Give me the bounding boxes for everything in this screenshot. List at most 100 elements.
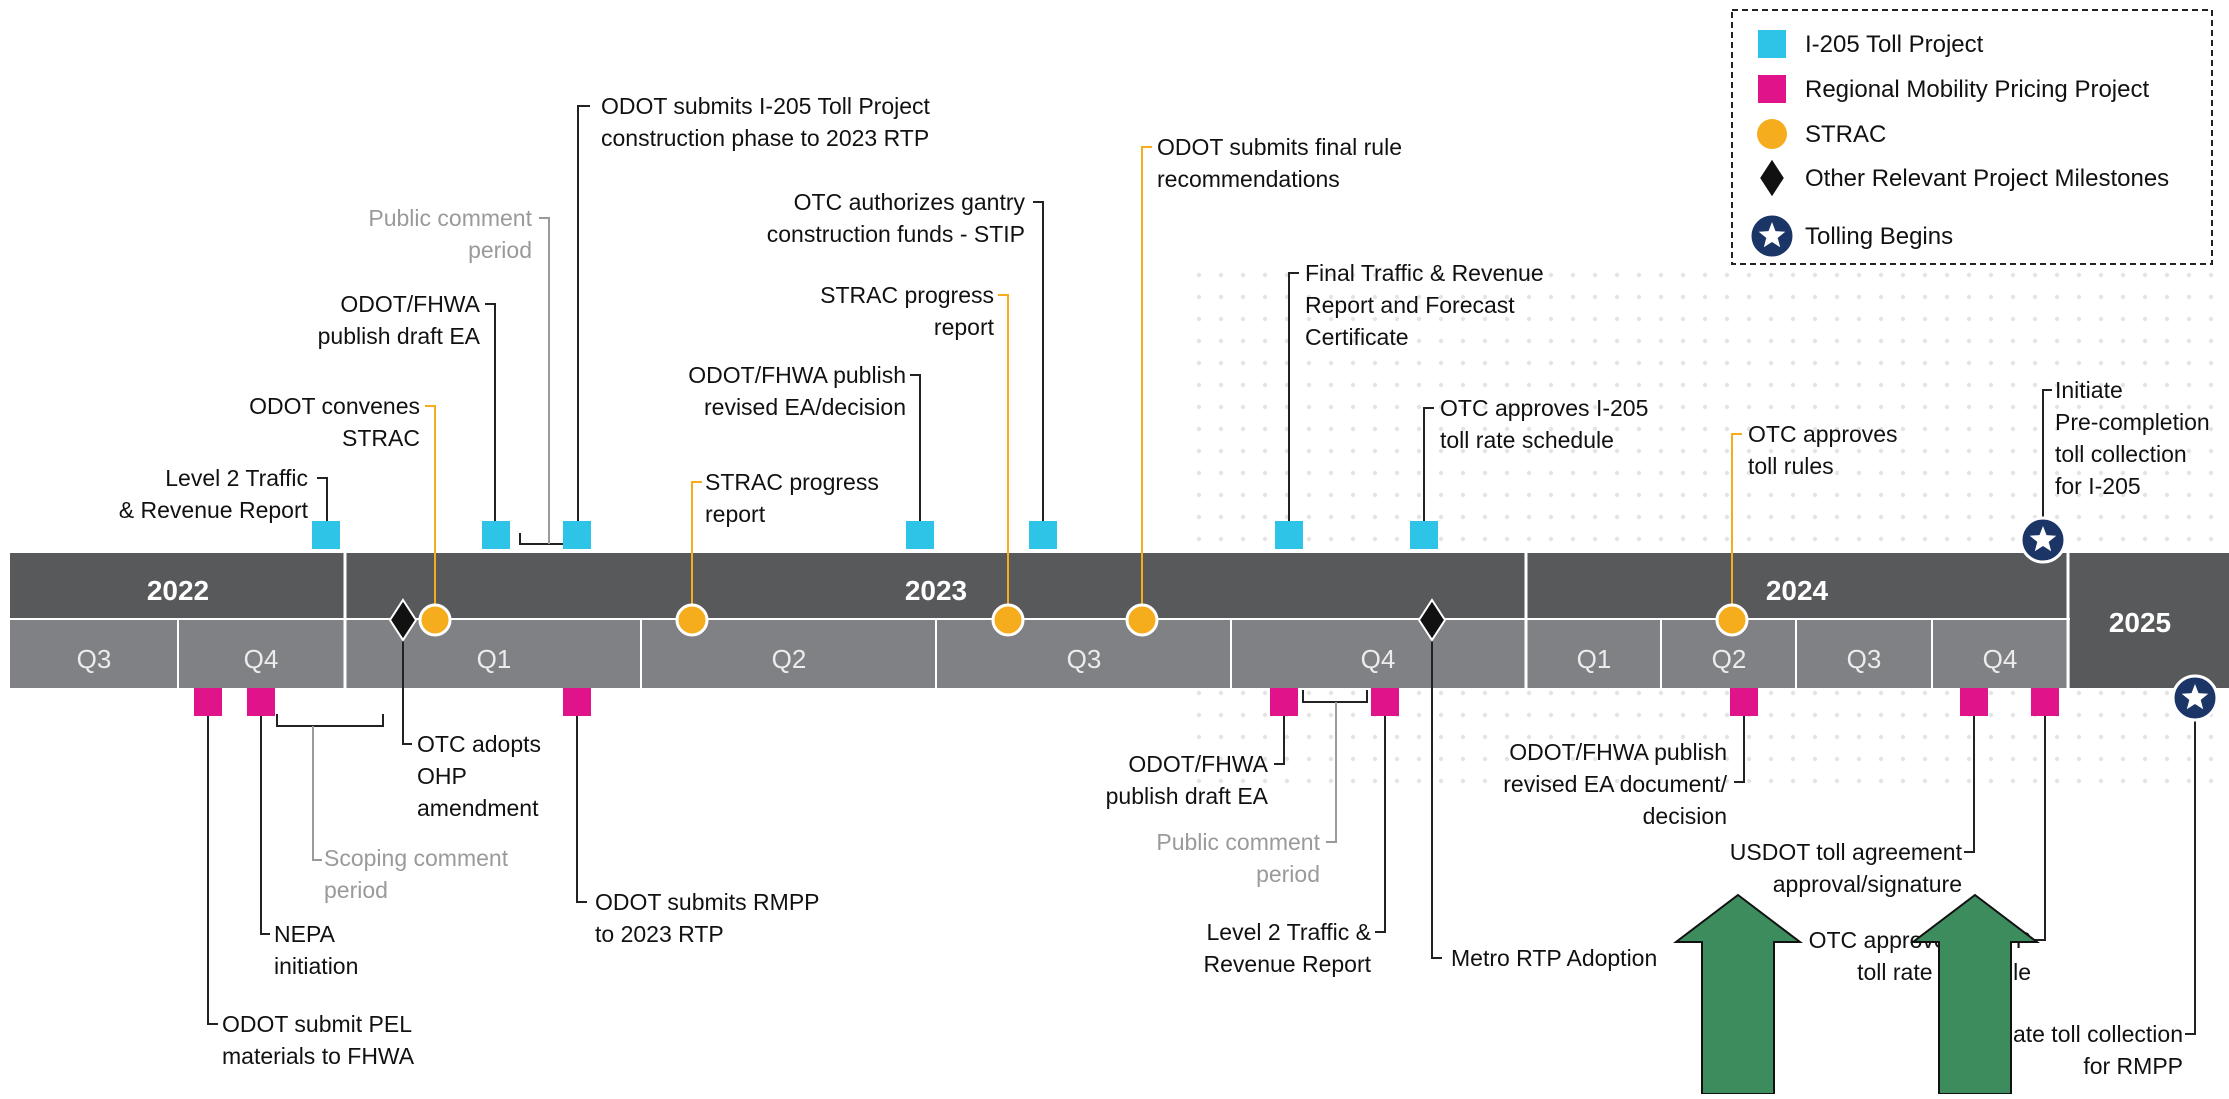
i205-milestone-marker xyxy=(1410,521,1438,549)
milestone-label-above: ODOT/FHWA xyxy=(340,291,480,317)
milestone-label-below: publish draft EA xyxy=(1106,783,1269,809)
legend-label: I-205 Toll Project xyxy=(1805,31,1984,58)
star-icon xyxy=(2029,526,2057,552)
milestone-label-above: OTC authorizes gantry xyxy=(794,189,1026,215)
quarter-label: Q1 xyxy=(1577,644,1612,674)
other-milestone-marker xyxy=(1417,598,1447,642)
milestone-label-below: ODOT submits RMPP xyxy=(595,889,820,915)
strac-milestone-marker xyxy=(675,603,709,637)
milestone-label-above: Public comment xyxy=(368,205,532,231)
leader-line xyxy=(1288,272,1299,533)
i205-milestone-marker xyxy=(482,521,510,549)
leader-line xyxy=(1431,640,1442,959)
rmpp-milestone-marker xyxy=(1270,688,1298,716)
year-2025-block xyxy=(2070,553,2229,688)
i205-milestone-marker xyxy=(906,521,934,549)
milestone-label-below: amendment xyxy=(417,795,539,821)
leader-line xyxy=(2042,389,2052,520)
quarter-label: Q4 xyxy=(1983,644,2018,674)
leader-line xyxy=(260,714,270,935)
legend-rmpp-icon xyxy=(1758,75,1786,103)
leader-line xyxy=(312,726,322,861)
i205-milestone-marker xyxy=(1029,521,1057,549)
milestone-label-below: initiation xyxy=(274,953,358,979)
milestone-label-below: Revenue Report xyxy=(1204,951,1372,977)
leader-line xyxy=(2185,720,2196,1035)
i205-milestone-marker xyxy=(312,521,340,549)
milestone-label-below: approval/signature xyxy=(1773,871,1962,897)
leader-line xyxy=(1964,714,1975,853)
leader-line xyxy=(998,294,1009,620)
other-milestone-marker xyxy=(388,598,418,642)
i205-milestone-marker xyxy=(1275,521,1303,549)
legend-milestone-icon xyxy=(1757,156,1787,200)
star-icon xyxy=(2181,684,2209,710)
milestone-label-above: ODOT submits I-205 Toll Project xyxy=(601,93,931,119)
milestone-label-below: decision xyxy=(1643,803,1727,829)
leader-line xyxy=(1423,407,1434,533)
green-up-arrow xyxy=(1673,893,1803,1095)
milestone-label-above: Initiate xyxy=(2055,377,2123,403)
leader-line xyxy=(1326,702,1337,843)
milestone-label-above: Pre-completion xyxy=(2055,409,2210,435)
quarter-label: Q3 xyxy=(1847,644,1882,674)
milestone-label-above: Certificate xyxy=(1305,324,1409,350)
year-label-2022: 2022 xyxy=(147,575,209,606)
quarter-label: Q3 xyxy=(77,644,112,674)
leader-line xyxy=(1141,146,1152,620)
leader-line xyxy=(1033,201,1044,533)
milestone-label-below: to 2023 RTP xyxy=(595,921,724,947)
milestone-label-below: for RMPP xyxy=(2083,1053,2183,1079)
year-band xyxy=(10,553,2070,618)
milestone-label-above: OTC approves xyxy=(1748,421,1898,447)
legend-label: Regional Mobility Pricing Project xyxy=(1805,76,2149,103)
milestone-label-below: Scoping comment xyxy=(324,845,509,871)
strac-milestone-marker xyxy=(1125,603,1159,637)
strac-milestone-marker xyxy=(1715,603,1749,637)
milestone-label-below: period xyxy=(324,877,388,903)
leader-line xyxy=(1731,433,1742,620)
quarter-label: Q2 xyxy=(772,644,807,674)
strac-milestone-marker xyxy=(991,603,1025,637)
milestone-label-above: toll rules xyxy=(1748,453,1834,479)
milestone-label-above: STRAC xyxy=(342,425,420,451)
milestone-label-above: & Revenue Report xyxy=(119,497,309,523)
milestone-label-below: Metro RTP Adoption xyxy=(1451,945,1657,971)
quarter-label: Q4 xyxy=(244,644,279,674)
milestone-label-above: ODOT submits final rule xyxy=(1157,134,1402,160)
milestone-label-above: OTC approves I-205 xyxy=(1440,395,1648,421)
rmpp-milestone-marker xyxy=(563,688,591,716)
leader-line xyxy=(276,714,384,727)
milestone-label-above: period xyxy=(468,237,532,263)
milestone-label-below: OHP xyxy=(417,763,467,789)
milestone-label-above: ODOT convenes xyxy=(249,393,420,419)
milestone-label-below: OTC adopts xyxy=(417,731,541,757)
leader-line xyxy=(207,714,218,1025)
leader-line xyxy=(425,405,436,620)
milestone-label-above: recommendations xyxy=(1157,166,1340,192)
legend-strac-icon xyxy=(1757,119,1787,149)
legend-i205-icon xyxy=(1758,30,1786,58)
milestone-label-below: Public comment xyxy=(1156,829,1320,855)
milestone-label-above: STRAC progress xyxy=(820,282,994,308)
leader-line xyxy=(2035,714,2046,941)
year-label-2025: 2025 xyxy=(2109,607,2171,638)
legend-box xyxy=(1731,9,2213,265)
leader-line xyxy=(1375,714,1386,933)
milestone-label-above: construction phase to 2023 RTP xyxy=(601,125,929,151)
milestone-label-below: revised EA document/ xyxy=(1503,771,1727,797)
milestone-label-above: report xyxy=(705,501,766,527)
legend-label: STRAC xyxy=(1805,121,1886,148)
milestone-label-above: STRAC progress xyxy=(705,469,879,495)
quarter-band xyxy=(10,620,2070,688)
milestone-label-above: construction funds - STIP xyxy=(767,221,1025,247)
leader-line xyxy=(485,303,496,533)
milestone-label-below: period xyxy=(1256,861,1320,887)
milestone-label-above: revised EA/decision xyxy=(704,394,906,420)
milestone-label-below: materials to FHWA xyxy=(222,1043,415,1069)
rmpp-milestone-marker xyxy=(1371,688,1399,716)
leader-line xyxy=(1274,714,1285,765)
rmpp-milestone-marker xyxy=(194,688,222,716)
